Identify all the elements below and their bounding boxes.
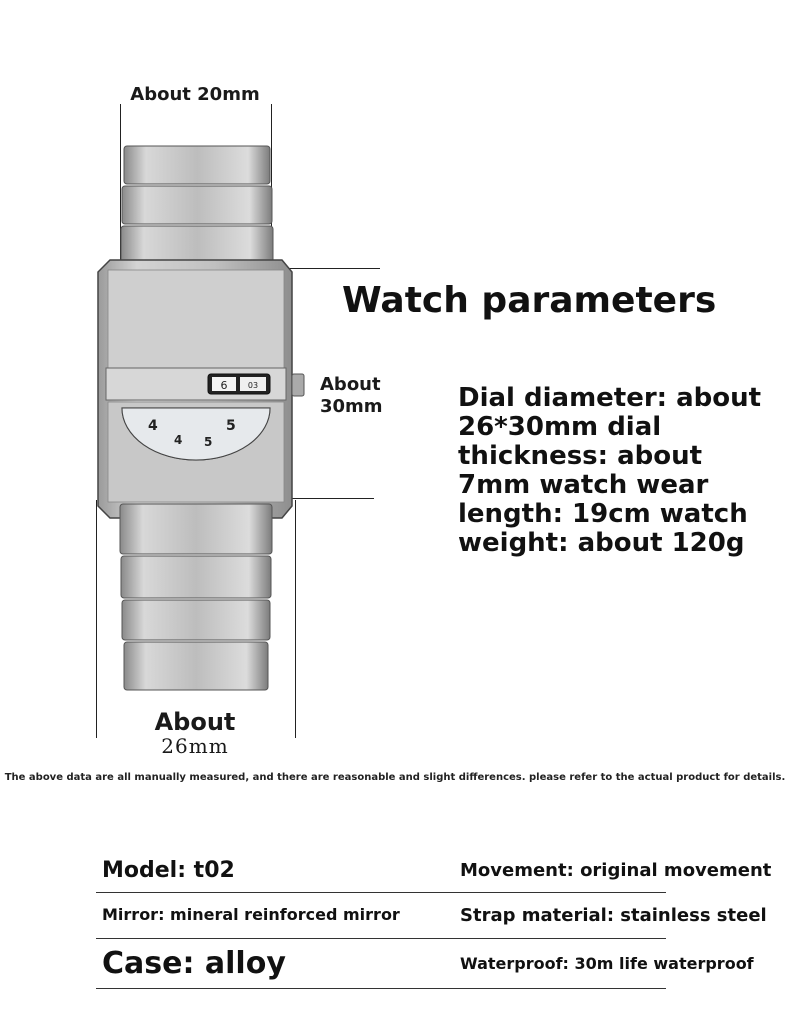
disc-digit-2: 5 (226, 418, 236, 434)
length-guide-right (295, 500, 296, 738)
height-label-line1: About (320, 374, 381, 395)
spec-strap: Strap material: stainless steel (460, 905, 767, 926)
bottom-strap (119, 503, 273, 691)
measurement-note: The above data are all manually measured… (4, 772, 786, 783)
disc-digit-1: 4 (148, 418, 158, 434)
parameters-text: Dial diameter: about 26*30mm dial thickn… (458, 383, 762, 558)
height-guide-bottom (262, 498, 374, 499)
date-window-right: 03 (248, 381, 258, 390)
spec-movement: Movement: original movement (460, 860, 772, 881)
page-title: Watch parameters (342, 280, 717, 321)
length-guide-left (96, 500, 97, 738)
height-label: About 30mm (320, 374, 383, 418)
spec-divider-1 (96, 892, 666, 893)
spec-mirror: Mirror: mineral reinforced mirror (102, 905, 400, 924)
height-guide-top (268, 268, 380, 269)
height-label-line2: 30mm (320, 396, 383, 417)
top-strap (120, 145, 274, 269)
spec-divider-3 (96, 988, 666, 989)
watch-illustration: 6 03 4 5 4 5 (97, 145, 305, 691)
date-window-left: 6 (221, 379, 228, 392)
watch-case: 6 03 4 5 4 5 (97, 259, 305, 519)
width-guide-left (120, 104, 121, 270)
length-label-value: 26mm (161, 734, 229, 758)
spec-waterproof: Waterproof: 30m life waterproof (460, 954, 754, 973)
spec-case: Case: alloy (102, 946, 286, 981)
spec-model: Model: t02 (102, 858, 235, 883)
disc-digit-4: 5 (204, 435, 212, 449)
length-label-word: About (154, 708, 236, 736)
spec-divider-2 (96, 938, 666, 939)
disc-digit-3: 4 (174, 433, 182, 447)
width-label: About 20mm (130, 84, 260, 105)
